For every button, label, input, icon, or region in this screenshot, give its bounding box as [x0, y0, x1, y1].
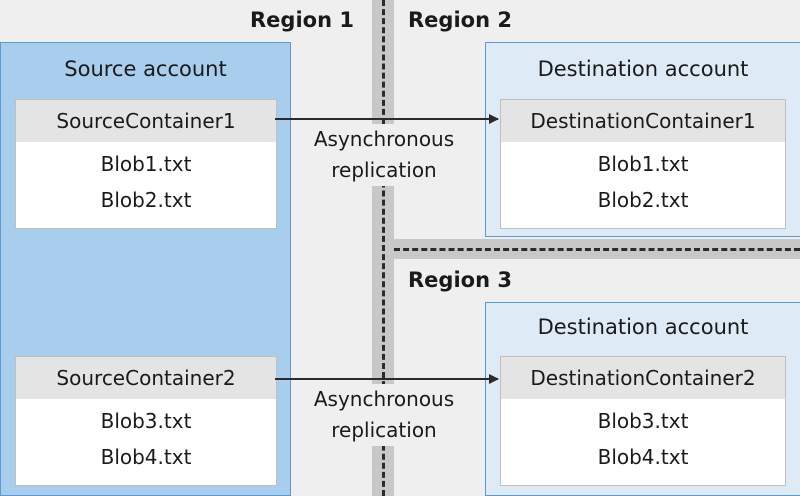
destination-account-1-title: Destination account	[537, 57, 749, 81]
destination-container-1-name: DestinationContainer1	[501, 100, 785, 142]
destination-container-2-blob-2: Blob4.txt	[597, 445, 689, 469]
source-container-2: SourceContainer2 Blob3.txt Blob4.txt	[15, 356, 277, 486]
source-container-1-blob-1: Blob1.txt	[100, 152, 192, 176]
source-container-1-name: SourceContainer1	[16, 100, 276, 142]
region-3-label: Region 3	[408, 268, 512, 292]
destination-account-2: Destination account DestinationContainer…	[485, 302, 800, 496]
source-account: Source account SourceContainer1 Blob1.tx…	[0, 42, 291, 496]
region-boundary-vertical-dash	[382, 0, 385, 496]
region-2-label: Region 2	[408, 8, 512, 32]
source-container-2-name: SourceContainer2	[16, 357, 276, 399]
source-container-1-blob-2: Blob2.txt	[100, 188, 192, 212]
replication-label-2: Asynchronous replication	[294, 384, 474, 446]
source-container-2-blob-1: Blob3.txt	[100, 409, 192, 433]
source-container-2-blob-2: Blob4.txt	[100, 445, 192, 469]
destination-container-1: DestinationContainer1 Blob1.txt Blob2.tx…	[500, 99, 786, 229]
destination-container-2-name: DestinationContainer2	[501, 357, 785, 399]
destination-container-2-blob-1: Blob3.txt	[597, 409, 689, 433]
destination-account-1: Destination account DestinationContainer…	[485, 42, 800, 237]
destination-container-1-blob-1: Blob1.txt	[597, 152, 689, 176]
destination-account-2-title: Destination account	[537, 315, 749, 339]
replication-label-1-line-1: Asynchronous	[313, 127, 455, 151]
destination-container-2: DestinationContainer2 Blob3.txt Blob4.tx…	[500, 356, 786, 486]
region-boundary-horizontal-dash	[394, 248, 800, 251]
replication-label-1-line-2: replication	[331, 158, 437, 182]
replication-label-2-line-1: Asynchronous	[313, 387, 455, 411]
replication-label-2-line-2: replication	[331, 418, 437, 442]
replication-label-1: Asynchronous replication	[294, 124, 474, 186]
source-account-title: Source account	[64, 57, 227, 81]
region-1-label: Region 1	[250, 8, 354, 32]
source-container-1: SourceContainer1 Blob1.txt Blob2.txt	[15, 99, 277, 229]
destination-container-1-blob-2: Blob2.txt	[597, 188, 689, 212]
